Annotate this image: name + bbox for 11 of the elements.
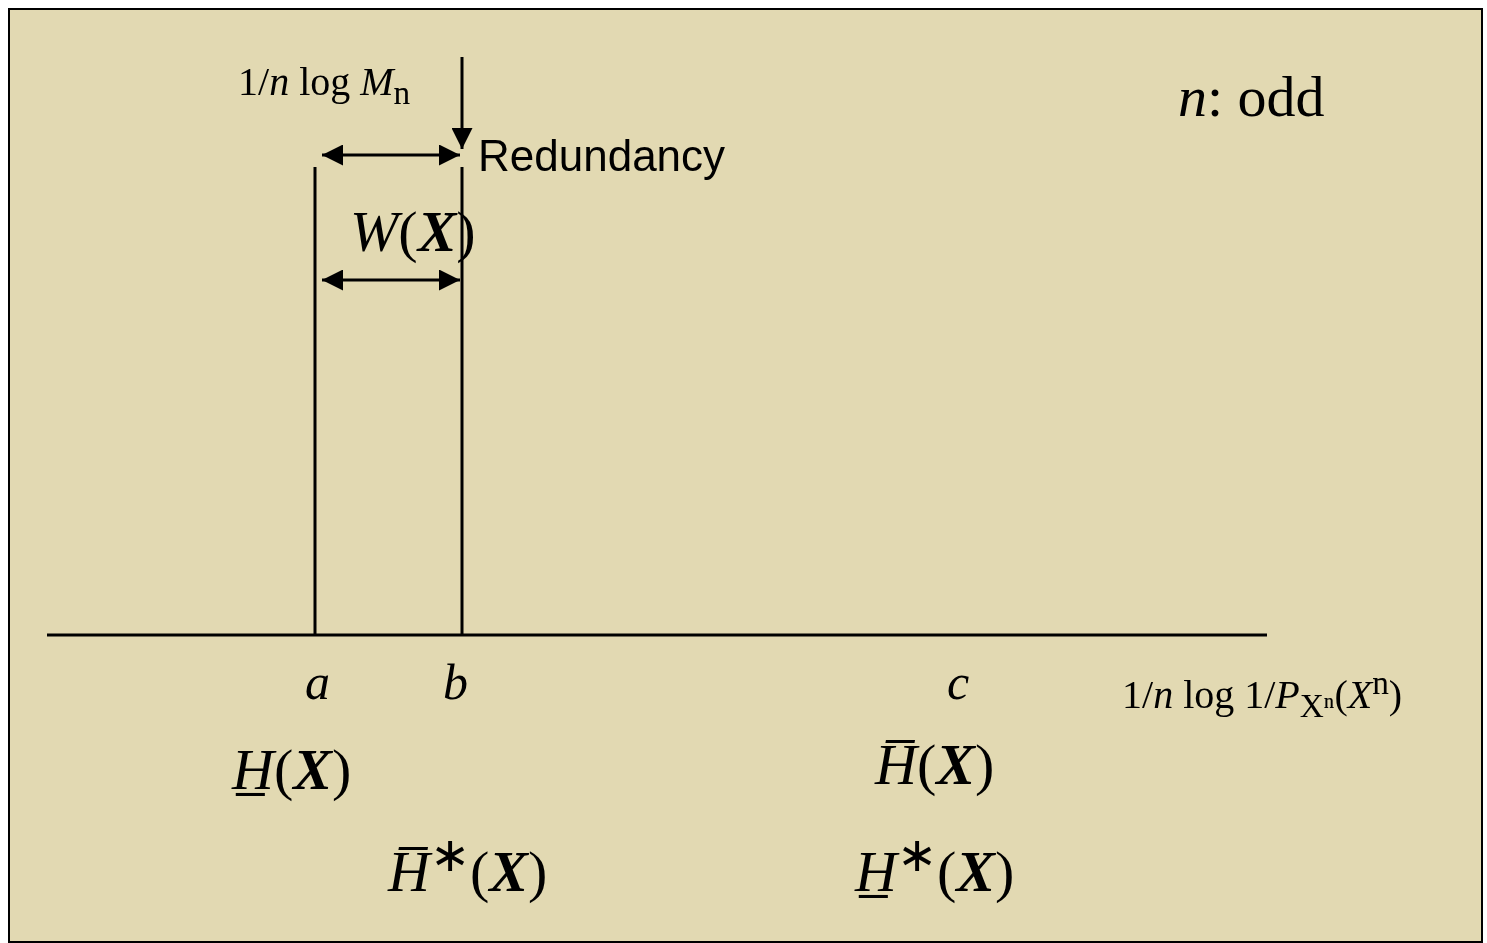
point-label: b [443, 655, 468, 710]
formula-label: H̅$^{∗}$(X) [388, 828, 548, 905]
term-label: Redundancy [478, 132, 726, 181]
point-label: a [305, 655, 330, 710]
point-label: c [947, 655, 970, 710]
formula-label: 1/n log M$_{n}$ [238, 60, 411, 112]
formula-label: H̅(X) [875, 733, 995, 797]
formula-label: H̲$^{∗}$(X) [855, 828, 1015, 905]
axis-label: 1/n log 1/P$_{Xⁿ}$(X$^{n}$) [1122, 665, 1403, 725]
parity-note: n: odd [1178, 65, 1325, 129]
formula-label: H̲(X) [232, 738, 352, 802]
